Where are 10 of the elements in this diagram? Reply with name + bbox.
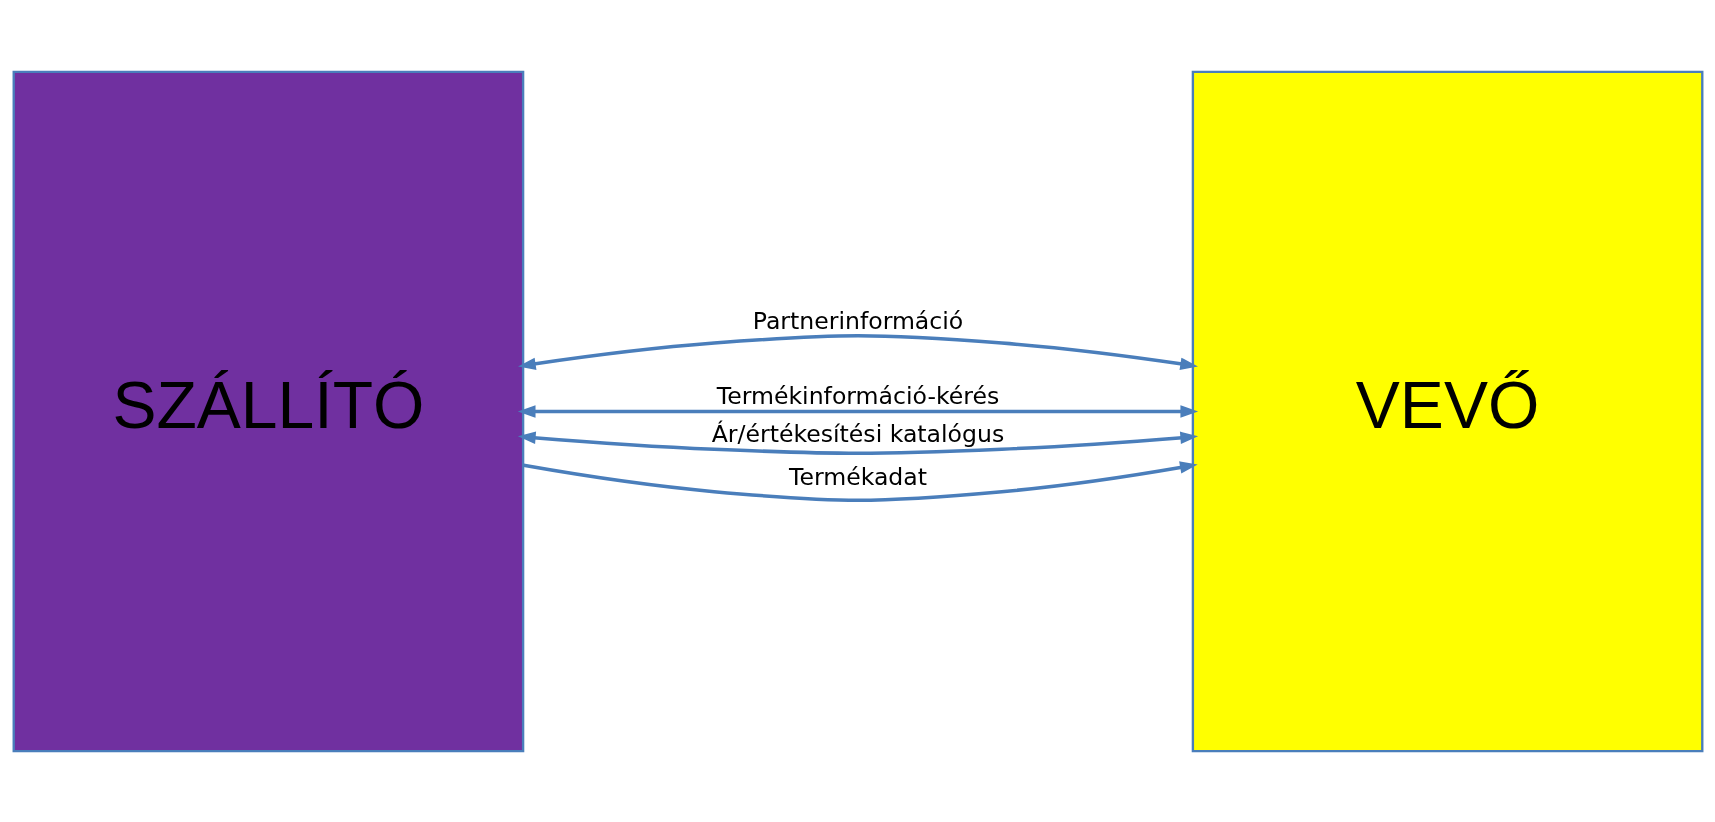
node-box: VEVŐ xyxy=(1191,70,1703,752)
edge-label: Termékadat xyxy=(788,462,927,491)
arrow xyxy=(517,333,1198,370)
edge-label: Ár/értékesítési katalógus xyxy=(711,419,1004,448)
arrow xyxy=(522,460,1198,502)
edge-label: Partnerinformáció xyxy=(752,306,963,335)
edge-label: Termékinformáció-kérés xyxy=(716,381,999,410)
arrow xyxy=(517,431,1198,455)
arrow xyxy=(517,404,1198,418)
node-box: SZÁLLÍTÓ xyxy=(12,70,524,752)
